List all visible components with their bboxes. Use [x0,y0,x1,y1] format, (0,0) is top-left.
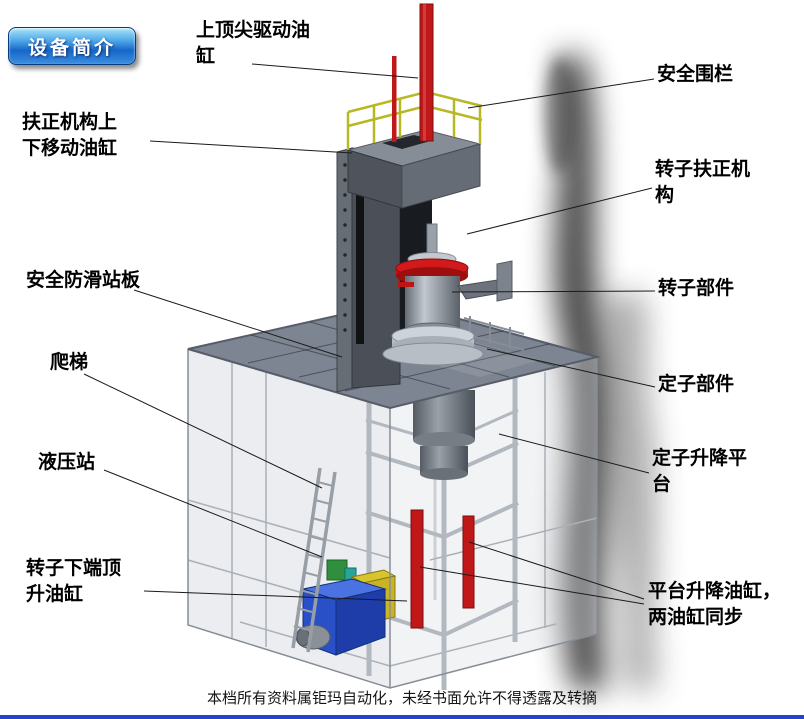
label-platform-lift-cylinders: 平台升降油缸， 两油缸同步 [648,581,782,628]
label-top-spindle-drive-cylinder: 上顶尖驱动油 缸 [196,20,311,67]
label-hydraulic-station: 液压站 [38,452,96,473]
label-rotor-centering-mechanism: 转子扶正机 构 [655,159,751,206]
label-anti-slip-standing-plate: 安全防滑站板 [26,270,141,291]
leader-stator-component [486,348,656,388]
inner-scaffold-lines [187,362,598,667]
leader-anti-slip-standing-plate [133,289,343,358]
label-ladder: 爬梯 [50,352,89,373]
leader-platform-lift-cylinder-b [419,566,645,605]
title-badge: 设备简介 [8,27,136,65]
press-column-graphic [336,147,432,393]
label-stator-lift-platform: 定子升降平 台 [652,448,748,495]
leader-rotor-centering-mechanism [466,187,653,235]
top-spindle-cylinder-graphic [392,3,434,142]
platform-lift-cylinders-graphic [410,509,475,629]
leader-safety-fence [467,78,655,109]
label-rotor-component: 转子部件 [658,278,735,299]
leader-ladder [83,373,323,489]
label-rotor-bottom-jack-cylinder: 转子下端顶 升油缸 [26,558,122,605]
leader-platform-lift-cylinder-a [468,541,645,600]
stator-assembly-graphic [413,390,475,480]
label-centering-mechanism-lift-cylinder: 扶正机构上 下移动油缸 [22,112,118,159]
ladder-graphic [291,467,337,653]
leader-rotor-bottom-jack-cylinder [143,590,408,602]
bottom-accent-bar [0,715,804,719]
leader-stator-lift-platform [498,433,650,474]
leader-centering-mechanism-lift-cylinder [149,140,353,154]
rotor-assembly-graphic [382,223,513,366]
press-head-graphic [346,129,482,209]
label-stator-component: 定子部件 [658,374,735,395]
hydraulic-station-graphic [295,559,397,656]
leader-top-spindle-drive-cylinder [251,63,419,79]
leader-hydraulic-station [103,469,323,558]
copyright-footer: 本档所有资料属钜玛自动化，未经书面允许不得透露及转摘 [206,690,597,707]
label-safety-fence: 安全围栏 [657,64,734,85]
enclosure-edges [187,349,598,689]
shadow-smudge [544,55,658,690]
leader-rotor-component [451,290,656,293]
